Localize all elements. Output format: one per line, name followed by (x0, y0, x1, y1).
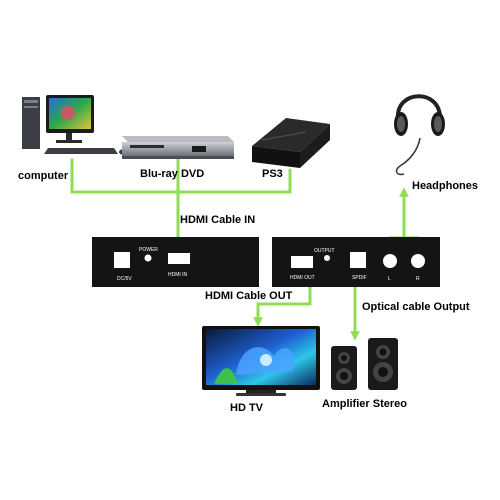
right-label: R (416, 276, 420, 282)
bluray-label: Blu-ray DVD (140, 168, 205, 180)
cable-hdmi-out (253, 276, 312, 327)
ps3-label: PS3 (262, 168, 283, 180)
headphones-icon (394, 94, 445, 176)
headphones-label: Headphones (412, 180, 479, 192)
power-led (144, 254, 152, 262)
output-led (324, 255, 330, 261)
spdif-port (350, 252, 366, 268)
output-label: OUTPUT (314, 248, 335, 254)
hdmi-in-cable-label: HDMI Cable IN (180, 214, 256, 226)
ps3-console-icon (252, 118, 330, 168)
left-label: L (388, 276, 391, 282)
speaker-icon (331, 338, 398, 390)
hdmi-out-port (291, 256, 313, 268)
converter-front-panel: DC/5V POWER HDMI IN (92, 237, 259, 287)
computer-icon (22, 95, 129, 155)
hdmi-in-label: HDMI IN (168, 272, 188, 278)
hdmi-in-port (168, 253, 190, 264)
audio-r-port (411, 254, 425, 268)
spdif-label: SPDIF (352, 275, 367, 281)
amplifier-label: Amplifier Stereo (322, 398, 407, 410)
hdtv-icon (202, 326, 320, 396)
power-label: POWER (139, 247, 158, 253)
bluray-player-icon (122, 136, 234, 159)
audio-l-port (383, 254, 397, 268)
cable-source-bus (70, 158, 292, 194)
hdtv-label: HD TV (230, 402, 263, 414)
hdmi-out-cable-label: HDMI Cable OUT (205, 290, 293, 302)
hdmi-out-label: HDMI OUT (290, 275, 315, 281)
optical-cable-label: Optical cable Output (362, 301, 470, 313)
dc-port (114, 252, 130, 268)
computer-label: computer (18, 170, 69, 182)
dc-label: DC/5V (117, 276, 132, 282)
converter-rear-panel: OUTPUT HDMI OUT SPDIF L R (272, 237, 440, 287)
